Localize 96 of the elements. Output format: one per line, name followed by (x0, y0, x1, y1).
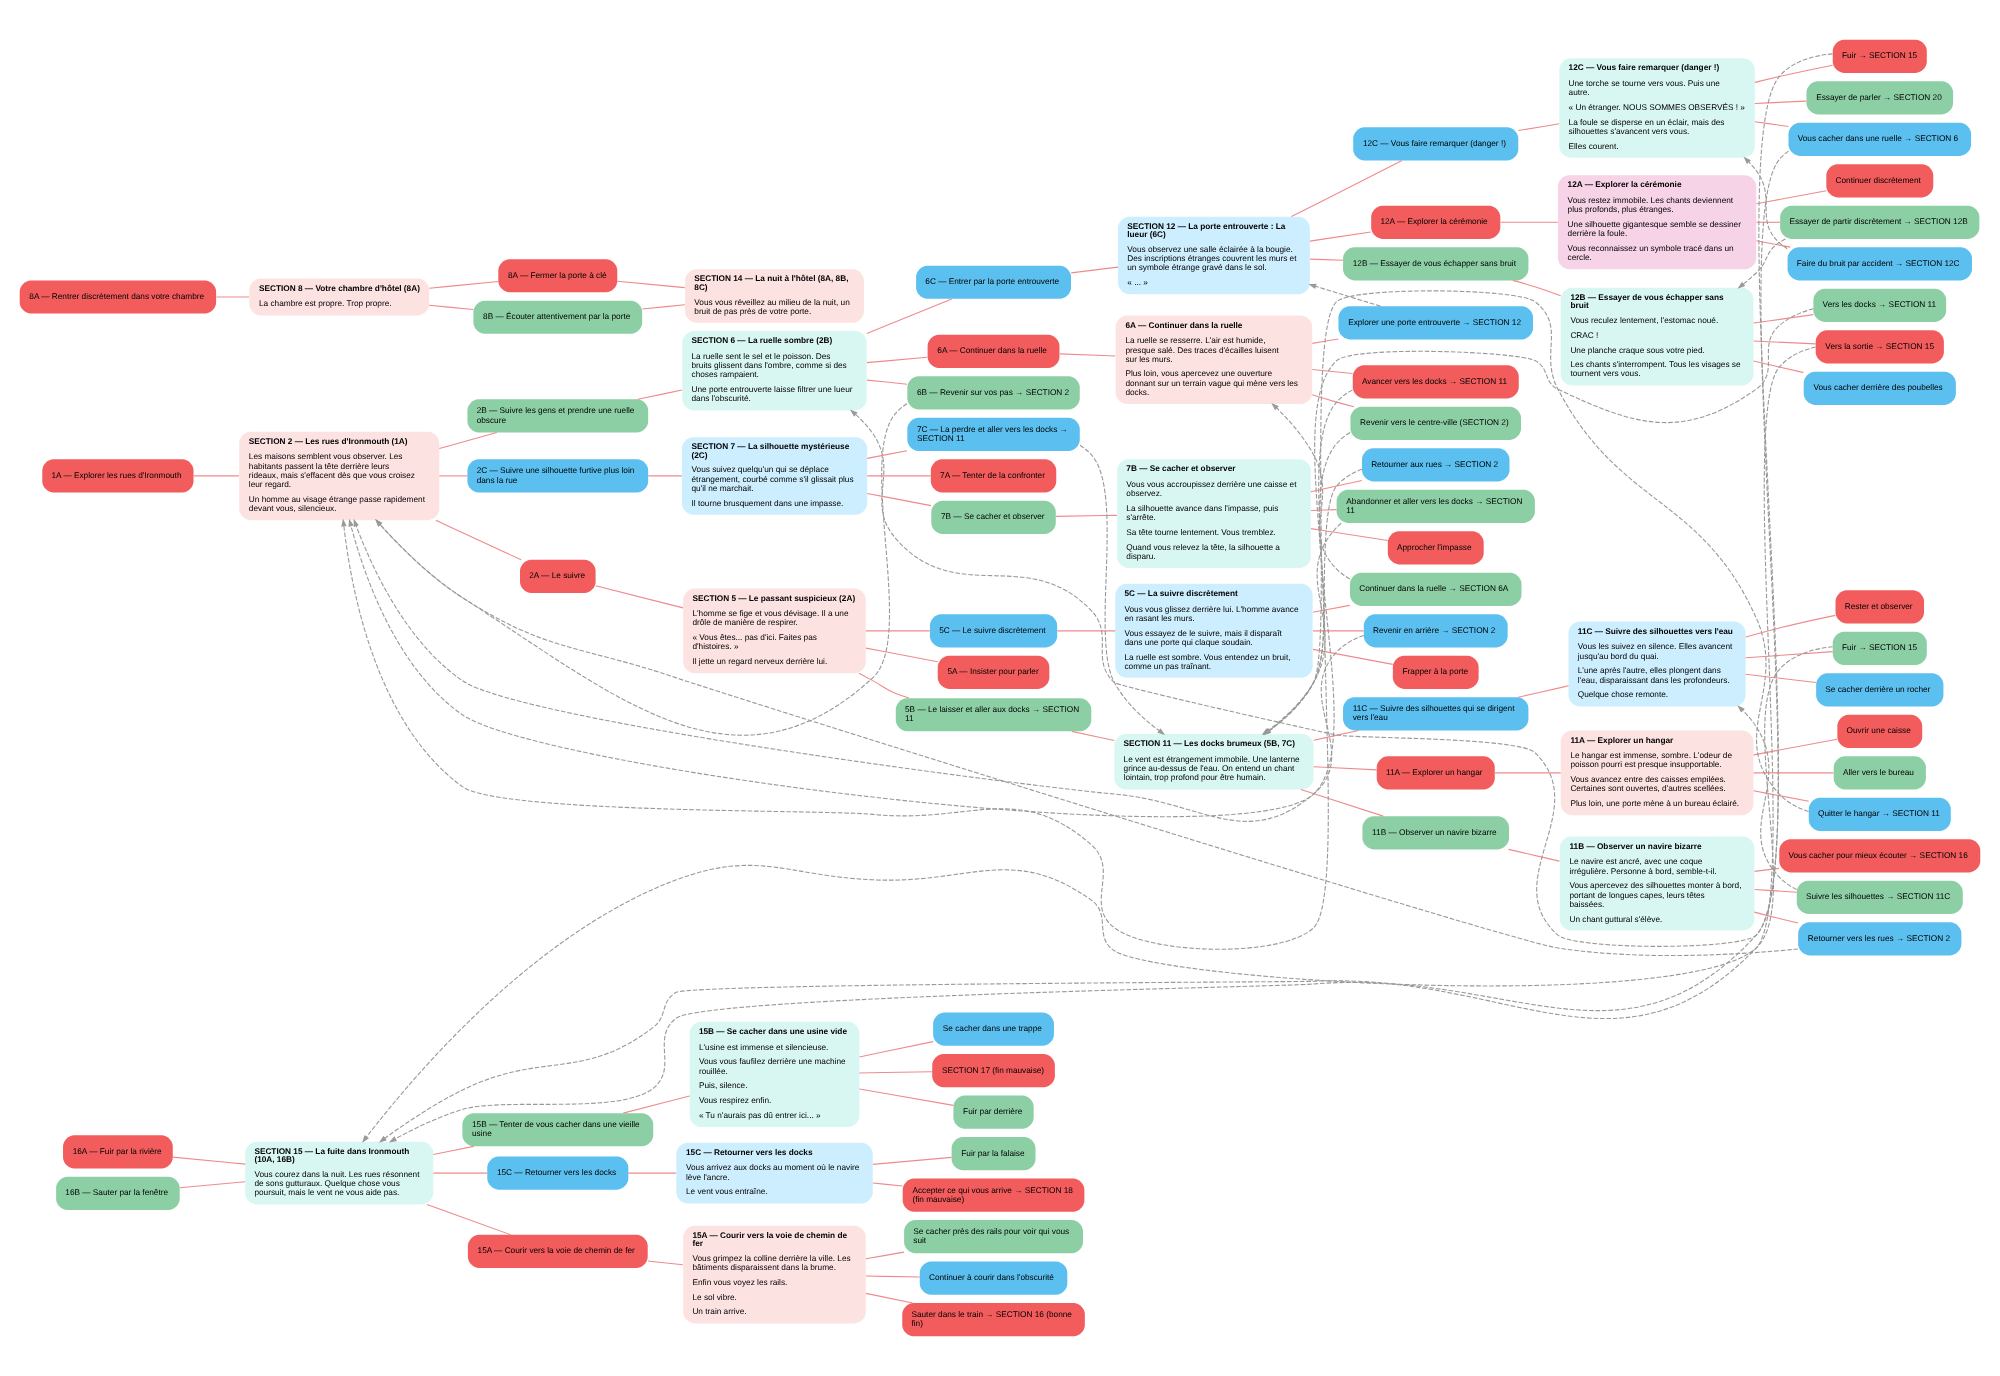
arrow (849, 150, 1789, 947)
arrow (348, 432, 1351, 818)
arrow (1737, 705, 1798, 891)
connector (1311, 338, 1339, 344)
connector (426, 1203, 512, 1236)
connector (1311, 368, 1354, 375)
connector (1499, 221, 1559, 223)
arrow (353, 518, 1365, 822)
connector (1745, 614, 1836, 638)
connector (866, 475, 932, 477)
connector (215, 296, 250, 298)
connector (865, 1275, 921, 1278)
arrow (378, 346, 1817, 1143)
connector (438, 475, 468, 477)
connector (872, 1182, 903, 1187)
connector (1055, 514, 1118, 517)
connector (1290, 159, 1403, 218)
arrow (1743, 156, 1788, 250)
connector (865, 630, 931, 632)
connector (647, 1260, 684, 1266)
connector (1070, 266, 1119, 274)
connector (1753, 772, 1835, 774)
connector (1754, 867, 1780, 872)
connector (616, 280, 686, 289)
connector (622, 1095, 691, 1114)
connector (866, 492, 932, 507)
connector (1309, 231, 1372, 242)
connector (1517, 685, 1570, 698)
arrow (1079, 444, 1166, 735)
connector (865, 1251, 905, 1260)
connector (1312, 648, 1394, 665)
arrow (388, 53, 1834, 1143)
connector (1755, 221, 1781, 223)
connector (1056, 630, 1116, 632)
connector (1755, 240, 1791, 248)
connector (641, 304, 686, 310)
connector (1755, 190, 1827, 205)
connector (647, 475, 683, 477)
connector (1745, 673, 1817, 684)
connector (872, 1156, 952, 1165)
connector (1300, 788, 1384, 817)
connector (438, 432, 498, 450)
connector (1753, 360, 1805, 374)
arrow (375, 519, 1799, 957)
connector (595, 585, 684, 609)
connector (428, 280, 499, 289)
connector (865, 647, 939, 663)
connector (1059, 353, 1116, 357)
connector (1754, 121, 1789, 127)
connector (858, 1088, 954, 1106)
connector (637, 389, 683, 400)
connector (858, 1071, 933, 1074)
connector (1754, 100, 1807, 105)
connector (866, 356, 928, 364)
connector (179, 1181, 246, 1189)
arrow (1308, 283, 1381, 307)
connector (858, 1041, 934, 1058)
connector (1753, 790, 1810, 802)
connector (1517, 123, 1560, 132)
connector (866, 450, 908, 459)
arrow (1271, 402, 1351, 580)
connector (1753, 738, 1838, 756)
connector (1313, 766, 1378, 771)
connector (866, 379, 908, 385)
arrow (1737, 238, 1787, 289)
connector (1494, 772, 1562, 774)
connector (193, 475, 240, 477)
connector (1311, 394, 1355, 408)
connector (1753, 911, 1799, 924)
connector (172, 1156, 246, 1165)
connector (1312, 630, 1365, 632)
connector (1753, 314, 1814, 324)
connector (1507, 848, 1560, 862)
arrow (341, 468, 1363, 950)
connector (865, 1292, 914, 1304)
connector (1310, 528, 1389, 542)
connector (1753, 340, 1817, 345)
connector (1071, 730, 1115, 742)
connector (435, 519, 522, 561)
connector (866, 298, 953, 335)
connector (1309, 258, 1344, 261)
arrow (375, 403, 908, 736)
arrow (362, 646, 1834, 1143)
connector (1512, 279, 1562, 297)
connector (1312, 604, 1351, 613)
connector (1310, 509, 1338, 512)
connector (1745, 651, 1834, 659)
connector (627, 1172, 677, 1174)
connector (1754, 64, 1834, 83)
connector (1313, 729, 1360, 741)
connector (1310, 479, 1363, 493)
connector (428, 304, 474, 310)
connector (858, 672, 910, 699)
connector (432, 1172, 488, 1174)
connector (1754, 889, 1798, 893)
connector (432, 1145, 475, 1155)
